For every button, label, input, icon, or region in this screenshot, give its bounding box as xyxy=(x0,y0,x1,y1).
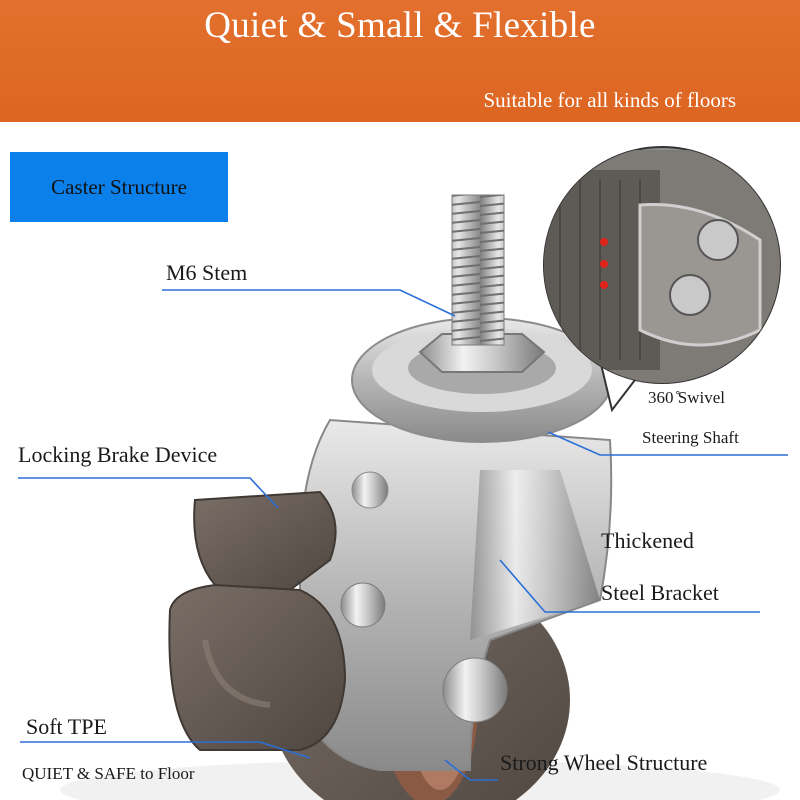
callout-locking-brake: Locking Brake Device xyxy=(18,442,218,467)
ball-bearing-upper xyxy=(697,219,739,261)
threaded-stem xyxy=(451,194,505,346)
callout-wheel-structure: Strong Wheel Structure xyxy=(500,750,708,775)
brake-pedal xyxy=(168,490,347,751)
callout-m6-stem: M6 Stem xyxy=(166,260,248,285)
red-dot xyxy=(600,281,608,289)
red-dot xyxy=(600,238,608,246)
callout-quiet-safe: QUIET & SAFE to Floor xyxy=(22,764,195,783)
header-banner: Quiet & Small & Flexible Suitable for al… xyxy=(0,0,800,122)
swivel-plate xyxy=(351,317,613,443)
ball-bearing-lower xyxy=(669,274,711,316)
hex-nut xyxy=(418,333,546,373)
callout-soft-tpe: Soft TPE xyxy=(26,714,107,739)
callout-thickened: Thickened xyxy=(601,528,694,553)
bracket-rivet xyxy=(351,471,389,509)
brake-pivot xyxy=(340,582,386,628)
banner-title: Quiet & Small & Flexible xyxy=(204,5,596,46)
red-dot xyxy=(600,260,608,268)
axle-bolt xyxy=(442,657,508,723)
zoom-detail xyxy=(543,146,781,413)
leader-lines xyxy=(18,289,788,781)
callout-steering-shaft: Steering Shaft xyxy=(642,428,739,447)
steel-bracket xyxy=(299,418,613,771)
banner-subtitle: Suitable for all kinds of floors xyxy=(483,88,736,112)
section-tag: Caster Structure xyxy=(10,152,228,222)
callout-steel-bracket: Steel Bracket xyxy=(601,580,719,605)
callout-swivel: 360 ̊Swivel xyxy=(648,388,725,407)
